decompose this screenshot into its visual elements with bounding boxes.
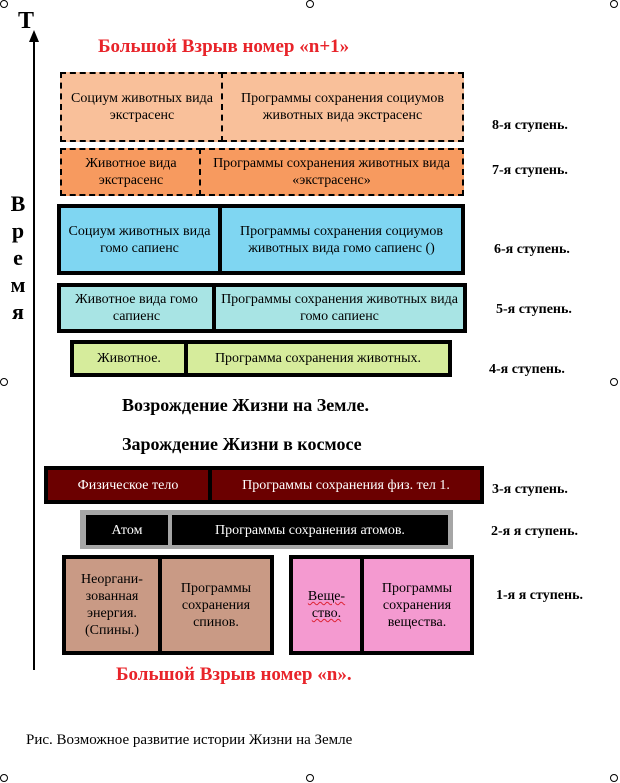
step8-left-box: Социум животных вида экстрасенс: [60, 72, 224, 142]
step7-left-box: Животное вида экстрасенс: [60, 148, 202, 196]
step3-right-box: Программы сохранения физ. тел 1.: [208, 466, 484, 504]
axis-t-label: Т: [18, 8, 35, 34]
resize-handle[interactable]: [0, 378, 8, 386]
axis-letter: В: [10, 191, 26, 216]
big-bang-next-title: Большой Взрыв номер «n+1»: [98, 36, 350, 57]
resize-handle[interactable]: [0, 774, 8, 782]
step6-label: 6-я ступень.: [494, 242, 570, 257]
step1-energy-text: Неоргани-зованная энергия. (Спины.): [81, 572, 143, 638]
step1-energy-box: Неоргани-зованная энергия. (Спины.): [62, 555, 162, 655]
big-bang-current-title: Большой Взрыв номер «n».: [116, 664, 352, 685]
resize-handle[interactable]: [610, 0, 618, 8]
step1-substance-box: Веще-ство.: [289, 555, 364, 655]
step7-label: 7-я ступень.: [492, 163, 568, 178]
step5-right-text: Программы сохранения животных вида гомо …: [221, 292, 458, 324]
step4-left-text: Животное.: [97, 351, 161, 366]
step2-right-box: Программы сохранения атомов.: [172, 515, 448, 545]
step8-right-text: Программы сохранения социумов животных в…: [241, 91, 444, 123]
time-axis-arrow: [29, 30, 39, 670]
step4-right-box: Программа сохранения животных.: [184, 340, 452, 377]
axis-time-label: В р е м я: [6, 190, 30, 325]
step2-left-text: Атом: [111, 522, 143, 538]
resize-handle[interactable]: [0, 0, 8, 8]
step3-left-box: Физическое тело: [44, 466, 212, 504]
step3-right-text: Программы сохранения физ. тел 1.: [242, 477, 450, 493]
resize-handle[interactable]: [610, 774, 618, 782]
figure-caption: Рис. Возможное развитие истории Жизни на…: [26, 732, 353, 748]
step4-label: 4-я ступень.: [489, 362, 565, 377]
axis-letter: м: [10, 272, 26, 297]
rebirth-heading: Возрождение Жизни на Земле.: [122, 395, 370, 415]
resize-handle[interactable]: [306, 774, 314, 782]
step6-left-text: Социум животных вида гомо сапиенс: [68, 223, 211, 256]
step5-left-text: Животное вида гомо сапиенс: [75, 292, 198, 324]
step2-right-text: Программы сохранения атомов.: [215, 522, 405, 538]
step1-substance-programs-box: Программы сохранения вещества.: [360, 555, 474, 655]
step7-left-text: Животное вида экстрасенс: [85, 156, 177, 188]
step5-left-box: Животное вида гомо сапиенс: [57, 283, 216, 333]
origin-heading: Зарождение Жизни в космосе: [122, 434, 362, 454]
axis-letter: я: [12, 299, 24, 324]
step2-left-box: Атом: [86, 515, 168, 545]
step7-right-text: Программы сохранения животных вида «экст…: [213, 156, 450, 188]
step1-label: 1-я я ступень.: [496, 588, 583, 603]
step6-right-text: Программы сохранения социумов животных в…: [240, 223, 443, 256]
axis-letter: р: [11, 218, 25, 243]
step4-left-box: Животное.: [70, 340, 188, 377]
step8-right-box: Программы сохранения социумов животных в…: [221, 72, 464, 142]
step1-substance-programs-text: Программы сохранения вещества.: [381, 580, 453, 630]
step1-spin-programs-text: Программы сохранения спинов.: [180, 580, 252, 630]
step6-right-box: Программы сохранения социумов животных в…: [218, 204, 465, 275]
resize-handle[interactable]: [306, 0, 314, 8]
step5-label: 5-я ступень.: [496, 302, 572, 317]
step8-label: 8-я ступень.: [492, 118, 568, 133]
step2-label: 2-я я ступень.: [491, 524, 578, 539]
step1-spin-programs-box: Программы сохранения спинов.: [158, 555, 274, 655]
step5-right-box: Программы сохранения животных вида гомо …: [212, 283, 467, 333]
step3-label: 3-я ступень.: [492, 482, 568, 497]
step7-right-box: Программы сохранения животных вида «экст…: [199, 148, 464, 196]
resize-handle[interactable]: [610, 378, 618, 386]
step4-right-text: Программа сохранения животных.: [214, 351, 422, 366]
axis-letter: е: [13, 245, 23, 270]
step1-substance-text: Веще-ство.: [307, 589, 346, 621]
step6-left-box: Социум животных вида гомо сапиенс: [57, 204, 222, 275]
step8-left-text: Социум животных вида экстрасенс: [71, 91, 213, 123]
step3-left-text: Физическое тело: [77, 477, 179, 493]
